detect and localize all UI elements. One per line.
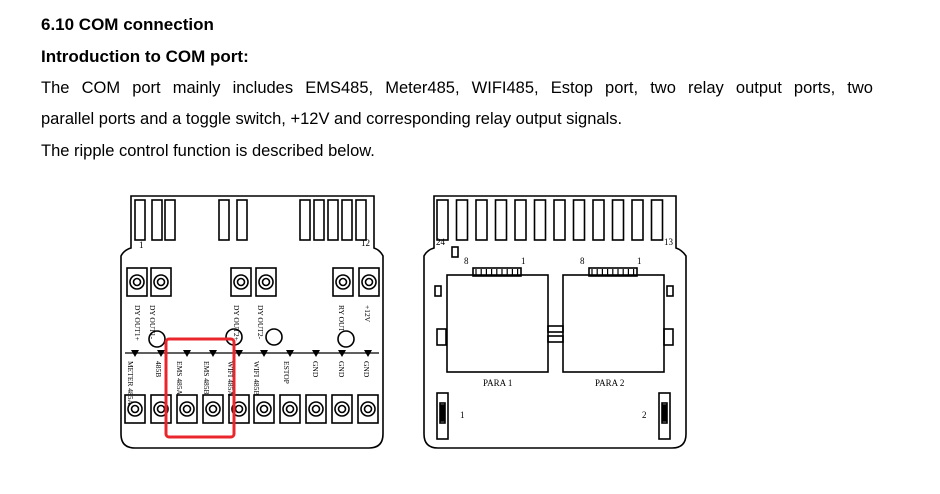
latch-right [663,328,674,346]
para2-pin-left: 8 [580,256,585,266]
screw-terminal [253,394,275,424]
pin-slot [455,199,469,241]
label-gnd-3: GND [362,361,371,378]
para1-connector [446,267,549,373]
screw-terminal [150,394,172,424]
pin-slot [611,199,625,241]
right-pin-end-label: 13 [664,237,674,247]
paragraph-line-2: parallel ports and a toggle switch, +12V… [41,110,623,128]
right-pin-start-label: 24 [436,237,446,247]
pin-slot [533,199,547,241]
label-ems-485a: EMS 485A [175,361,184,396]
screw-terminal [279,394,301,424]
para2-label: PARA 2 [595,378,624,388]
pin-arrow [131,350,139,357]
left-top-terminals [126,267,380,297]
para1-label: PARA 1 [483,378,512,388]
pin-arrow [183,350,191,357]
left-pin-start-label: 1 [139,240,144,250]
pin-arrow [235,350,243,357]
left-pin-end-label: 12 [361,238,370,248]
right-board-outline [423,195,687,449]
label-dy-out1-minus: DY OUT1- [148,305,157,340]
left-mid-circle [265,328,283,346]
marker-square [451,246,459,258]
screw-terminal [150,267,172,297]
label-estop: ESTOP [282,361,291,384]
pin-slot [592,199,605,241]
para1-pin-right: 1 [521,256,526,266]
label-dy-out2-minus: DY OUT2- [256,305,265,340]
pin-arrow [286,350,294,357]
left-board [120,195,384,449]
ems485-highlight-box [164,337,236,439]
toggle-switch-1 [436,392,449,440]
label-gnd-2: GND [337,361,346,378]
pin-slot [475,199,488,241]
screw-terminal [332,267,354,297]
section-title: 6.10 COM connection [41,15,214,34]
pin-slot [650,199,664,241]
screw-terminal [124,394,146,424]
switch-1-label: 1 [460,410,465,420]
paragraph-line-3: The ripple control function is described… [41,142,375,160]
screw-terminal [126,267,148,297]
right-top-pin-slots [436,199,664,241]
left-pin-arrows [131,350,372,357]
latch-left [436,328,447,346]
screw-terminal [230,267,252,297]
left-top-pin-slots [134,199,367,241]
label-meter-485a: METER 485A [126,361,135,406]
pin-slot [572,199,586,241]
left-board-outline [120,195,384,449]
para2-connector [562,267,665,373]
switch-2-label: 2 [642,410,647,420]
label-gnd-1: GND [311,361,320,378]
left-mid-circle [337,330,355,348]
label-485b: 485B [154,361,163,377]
marker-square [666,285,674,297]
screw-terminal [357,394,379,424]
screw-terminal [228,394,250,424]
marker-square [434,285,442,297]
label-dy-out2-plus: DY OUT2+ [232,305,241,341]
left-bottom-terminals [124,394,379,424]
toggle-switch-2 [658,392,671,440]
latch-mid-bottom [547,335,564,343]
pin-arrow [260,350,268,357]
pin-slot [631,199,644,241]
screw-terminal [202,394,224,424]
pin-arrow [312,350,320,357]
label-wifi-485a: WIFI 485A [226,361,235,396]
label-dy-out1-plus: DY OUT1+ [133,305,142,341]
pin-arrow [338,350,346,357]
screw-terminal [176,394,198,424]
screw-terminal [358,267,380,297]
label-wifi-485b: WIFI 485B [252,361,261,395]
para1-pin-left: 8 [464,256,469,266]
pin-arrow [157,350,165,357]
screw-terminal [255,267,277,297]
screw-terminal [305,394,327,424]
left-mid-circle [148,330,166,348]
label-12v: +12V [363,305,372,323]
pin-slot [553,199,566,241]
pin-slot [514,199,527,241]
pin-arrow [209,350,217,357]
label-ry-out: RY OUT [337,305,346,332]
right-board [423,195,687,449]
pin-slot [494,199,508,241]
para2-pin-right: 1 [637,256,642,266]
label-ems-485b: EMS 485B [202,361,211,395]
screw-terminal [331,394,353,424]
subheading: Introduction to COM port: [41,47,249,66]
pin-arrow [364,350,372,357]
latch-mid-top [547,325,564,333]
pin-slot [436,199,449,241]
paragraph-line-1: The COM port mainly includes EMS485, Met… [41,79,873,97]
